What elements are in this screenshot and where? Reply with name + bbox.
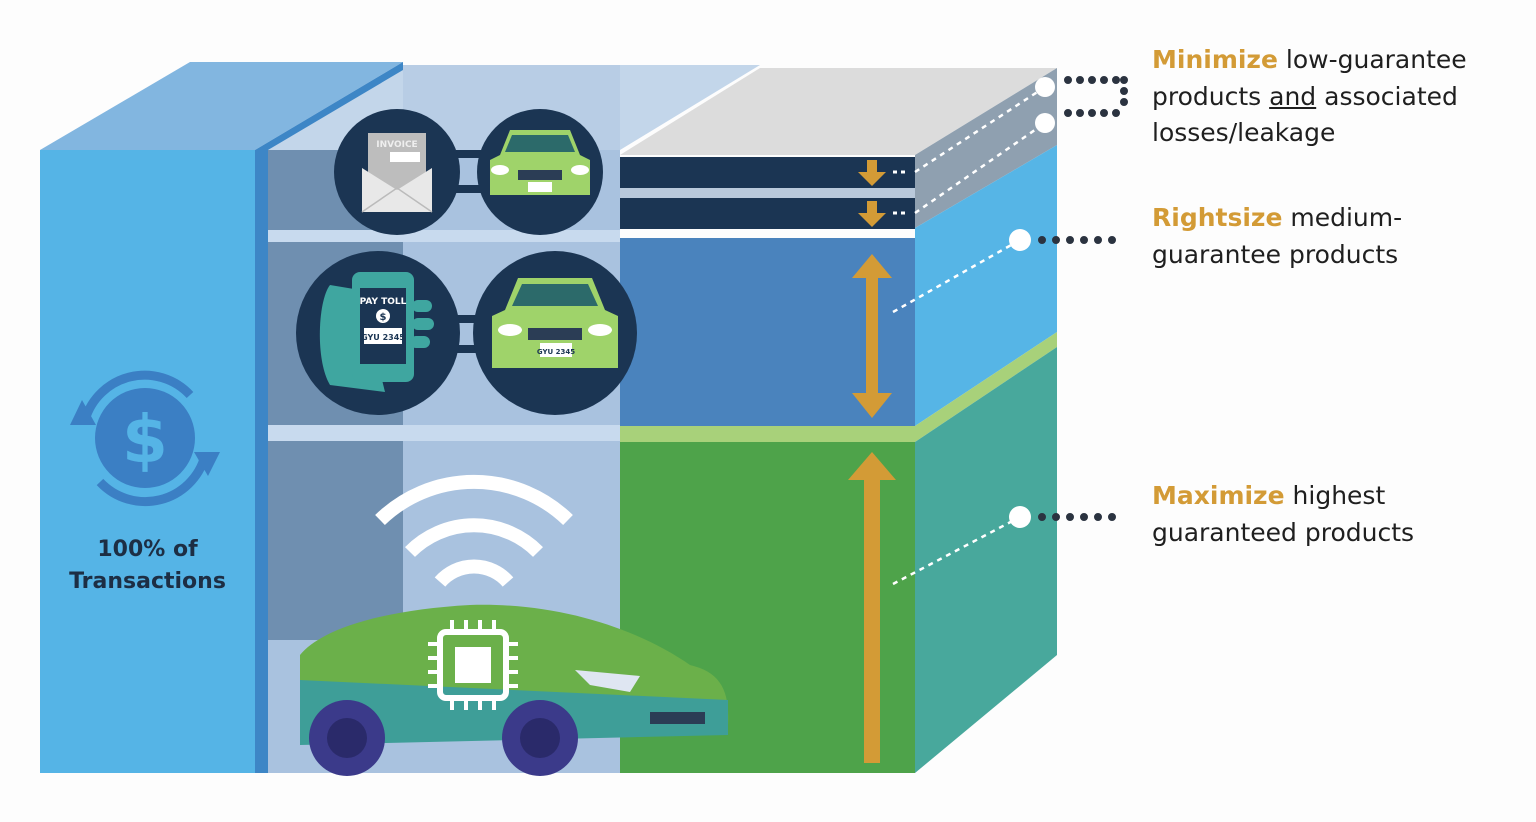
car-front-icon-2: GYU 2345	[473, 251, 637, 415]
highlight-word: Minimize	[1152, 45, 1278, 74]
transactions-label: 100% of Transactions	[40, 534, 255, 598]
underlined-word: and	[1269, 81, 1317, 111]
medium-block-side	[915, 145, 1057, 426]
pay-toll-label: PAY TOLL	[360, 297, 407, 307]
shelf-1	[268, 230, 620, 242]
annotation-text: associated losses/leakage	[1152, 81, 1458, 148]
connected-car-icon	[300, 604, 729, 776]
invoice-icon: INVOICE	[334, 109, 460, 235]
low-band-gap	[620, 188, 915, 198]
annotation-text: medium-guarantee products	[1152, 203, 1403, 269]
annotation-minimize: Minimize low-guarantee products and asso…	[1152, 42, 1512, 152]
small-down-arrow-icon	[858, 160, 886, 227]
annotation-text: highest guaranteed products	[1152, 481, 1415, 547]
connector-minimize	[893, 76, 1128, 215]
pay-toll-phone-icon: PAY TOLL $ GYU 2345	[296, 251, 460, 415]
column-top	[40, 62, 403, 150]
highlight-word: Rightsize	[1152, 203, 1283, 232]
connector-maximize	[892, 506, 1130, 586]
wifi-icon	[375, 474, 573, 587]
label-line-2: Transactions	[69, 569, 226, 594]
high-block-top	[620, 332, 1057, 442]
plate-text: GYU 2345	[361, 333, 405, 342]
car-plate-text: GYU 2345	[537, 348, 575, 356]
dollar-cycle-icon: $	[70, 370, 220, 507]
chip-icon	[428, 620, 518, 710]
highlight-word: Maximize	[1152, 481, 1285, 510]
svg-text:$: $	[122, 401, 168, 478]
invoice-label: INVOICE	[376, 140, 417, 150]
high-block-side	[915, 347, 1057, 773]
label-line-1: 100% of	[97, 537, 198, 562]
connector-rightsize	[892, 229, 1130, 314]
car-front-icon	[477, 109, 603, 235]
shelf-2	[268, 425, 620, 441]
dollar-symbol: $	[380, 312, 387, 323]
annotation-rightsize: Rightsize medium-guarantee products	[1152, 200, 1442, 273]
annotation-text: low-guarantee products	[1152, 45, 1467, 111]
annotation-maximize: Maximize highest guaranteed products	[1152, 478, 1452, 551]
double-arrow-icon	[852, 254, 892, 418]
low-slab-top	[620, 68, 1057, 155]
up-arrow-icon	[848, 452, 896, 763]
